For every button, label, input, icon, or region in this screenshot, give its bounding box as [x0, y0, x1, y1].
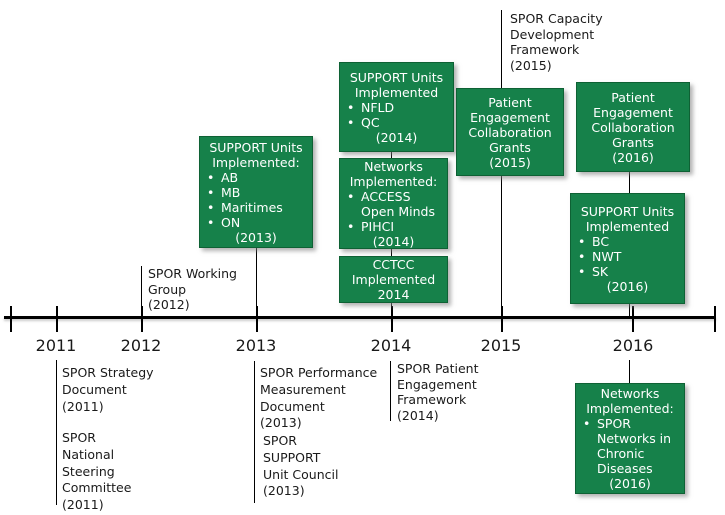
bullet-text: AB	[221, 169, 239, 185]
year-label-2012: 2012	[120, 336, 162, 355]
annotation-steering-committee: SPOR National Steering Committee (2011)	[62, 430, 132, 513]
connector-2016-net2016	[629, 360, 630, 383]
bullet-item: • SK	[576, 264, 679, 279]
bullet-icon: •	[207, 184, 215, 200]
annotation-strategy-document: SPOR Strategy Document (2011)	[62, 365, 154, 414]
bullet-text: Maritimes	[221, 199, 283, 215]
axis-tick-2012	[141, 306, 143, 332]
axis-tick-2011	[56, 306, 58, 332]
box-text: CCTCC Implemented 2014	[351, 257, 436, 302]
box-year: (2014)	[372, 233, 415, 249]
connector-capacity-framework	[501, 10, 502, 89]
bullet-icon: •	[578, 233, 586, 249]
axis-tick-2014	[391, 306, 393, 332]
box-year: (2013)	[235, 229, 277, 245]
event-box-cctcc-2014: CCTCC Implemented 2014	[339, 256, 448, 303]
axis-tick-2015	[501, 306, 503, 332]
bullet-text: MB	[221, 184, 241, 200]
box-text: Patient Engagement Collaboration Grants …	[468, 94, 552, 170]
box-title: SUPPORT Units Implemented:	[209, 139, 303, 170]
bullet-item: • Maritimes	[205, 200, 307, 215]
connector-2011-annotations	[56, 360, 57, 505]
bullet-item: • NFLD	[345, 100, 448, 115]
year-label-2015: 2015	[480, 336, 522, 355]
event-box-support-units-2016: SUPPORT Units Implemented • BC • NWT • S…	[570, 193, 685, 304]
bullet-icon: •	[578, 263, 586, 279]
bullet-text: BC	[592, 233, 610, 249]
bullet-item: • MB	[205, 185, 307, 200]
annotation-patient-engagement-framework: SPOR Patient Engagement Framework (2014)	[397, 361, 479, 423]
bullet-text: ACCESS Open Minds	[361, 188, 435, 219]
year-label-2016: 2016	[612, 336, 654, 355]
event-box-support-units-2014: SUPPORT Units Implemented • NFLD • QC (2…	[339, 62, 454, 152]
bullet-icon: •	[578, 248, 586, 264]
bullet-text: NFLD	[361, 99, 395, 115]
bullet-text: QC	[361, 114, 380, 130]
bullet-icon: •	[347, 218, 355, 234]
connector-su2016-axis	[629, 303, 630, 317]
annotation-support-unit-council: SPOR SUPPORT Unit Council (2013)	[263, 433, 339, 499]
bullet-item: • ACCESS Open Minds	[345, 189, 442, 219]
year-label-2011: 2011	[35, 336, 77, 355]
box-title: SUPPORT Units Implemented	[349, 69, 444, 100]
axis-tick-2013	[256, 306, 258, 332]
axis-tick-2016	[632, 306, 634, 332]
bullet-item: • SPOR Networks in Chronic Diseases	[581, 416, 679, 476]
connector-2014-annotation	[390, 361, 391, 421]
bullet-text: SK	[592, 263, 609, 279]
bullet-icon: •	[347, 114, 355, 130]
year-label-2013: 2013	[235, 336, 277, 355]
bullet-item: • PIHCI	[345, 219, 442, 234]
bullet-icon: •	[207, 199, 215, 215]
bullet-text: NWT	[592, 248, 622, 264]
connector-net2014-cctcc	[391, 247, 392, 257]
connector-working-group	[141, 266, 142, 317]
box-year: (2016)	[606, 278, 649, 294]
event-box-networks-2016: Networks Implemented: • SPOR Networks in…	[575, 383, 685, 494]
year-label-2014: 2014	[370, 336, 412, 355]
timeline-axis	[4, 316, 716, 319]
box-title: SUPPORT Units Implemented	[580, 203, 675, 234]
connector-pecg2015-axis	[501, 175, 502, 317]
bullet-item: • QC	[345, 115, 448, 130]
bullet-icon: •	[583, 416, 591, 431]
bullet-icon: •	[347, 188, 355, 204]
box-title: Networks Implemented:	[586, 386, 674, 416]
bullet-item: • BC	[576, 234, 679, 249]
bullet-item: • AB	[205, 170, 307, 185]
annotation-working-group: SPOR Working Group (2012)	[148, 266, 237, 312]
event-box-networks-2014: Networks Implemented: • ACCESS Open Mind…	[339, 158, 448, 249]
connector-2013-annotations	[254, 361, 255, 503]
bullet-text: SPOR Networks in Chronic Diseases	[597, 416, 672, 476]
bullet-icon: •	[347, 99, 355, 115]
connector-su2013-axis	[256, 247, 257, 317]
event-box-support-units-2013: SUPPORT Units Implemented: • AB • MB • M…	[199, 136, 313, 248]
box-year: (2016)	[609, 476, 651, 491]
box-title: Networks Implemented:	[349, 158, 438, 189]
connector-pecg2016-su2016	[629, 171, 630, 194]
connector-su2014-net2014	[391, 151, 392, 159]
event-box-patient-engagement-grants-2016: Patient Engagement Collaboration Grants …	[576, 82, 690, 172]
bullet-text: ON	[221, 214, 241, 230]
bullet-text: PIHCI	[361, 218, 395, 234]
annotation-capacity-framework: SPOR Capacity Development Framework (201…	[510, 11, 603, 73]
box-year: (2014)	[375, 129, 418, 145]
box-text: Patient Engagement Collaboration Grants …	[591, 89, 675, 165]
connector-cctcc-axis	[391, 302, 392, 317]
bullet-item: • ON	[205, 215, 307, 230]
axis-tick-end	[714, 306, 716, 332]
bullet-item: • NWT	[576, 249, 679, 264]
bullet-icon: •	[207, 214, 215, 230]
annotation-performance-measurement: SPOR Performance Measurement Document (2…	[260, 365, 378, 431]
event-box-patient-engagement-grants-2015: Patient Engagement Collaboration Grants …	[456, 88, 564, 176]
bullet-icon: •	[207, 169, 215, 185]
axis-tick-start	[10, 306, 12, 332]
